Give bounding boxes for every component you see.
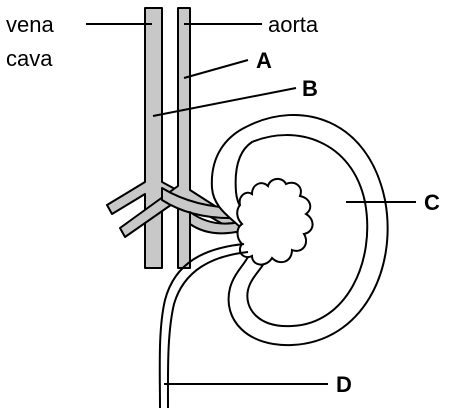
label-cava: cava	[6, 46, 53, 71]
label-C: C	[424, 190, 440, 215]
leader-B	[153, 88, 296, 116]
vessels	[107, 8, 243, 268]
label-A: A	[256, 48, 272, 73]
label-B: B	[302, 76, 318, 101]
leader-A	[184, 60, 248, 78]
label-aorta: aorta	[268, 12, 319, 37]
label-D: D	[336, 372, 352, 397]
kidney	[160, 115, 388, 408]
label-vena: vena	[6, 12, 54, 37]
